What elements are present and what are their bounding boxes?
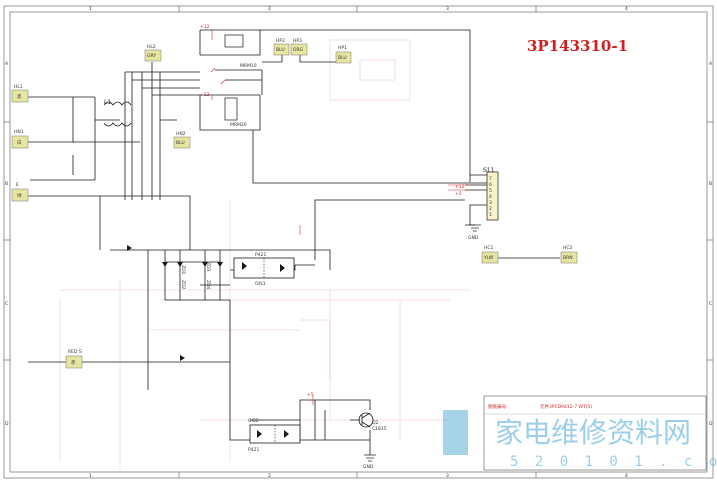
terminal-hr1: HR1 ORG <box>290 38 308 56</box>
terminal-hl1: HL1 黑 <box>11 84 29 103</box>
grid-row-c: C <box>5 301 8 307</box>
inductor-l1-label: L1 <box>104 99 111 106</box>
relay-mrm20: MRM20 <box>224 97 247 128</box>
drawing-frame <box>3 5 714 479</box>
connector-s11-label: S11 <box>483 167 495 174</box>
terminal-hl1-value: 黑 <box>17 94 22 100</box>
supply-p12a: +12 <box>200 24 210 30</box>
terminal-hp1-label: HP1 <box>338 45 347 51</box>
supply-p12c: +12 <box>455 184 465 190</box>
watermark: 家电维修资料网 5 2 0 1 0 1 . c o m <box>443 410 717 470</box>
supply-p5b: +5 <box>307 392 314 398</box>
grid-row-a: A <box>5 61 9 67</box>
grid-col-2-bottom: 2 <box>268 473 271 479</box>
terminal-hp2-label: HP2 <box>276 38 285 44</box>
pin-6: 6 <box>489 182 492 188</box>
transistor-q2-part: C1815 <box>372 426 387 432</box>
terminal-e-value: 绿 <box>17 192 22 199</box>
pin-4: 4 <box>489 194 492 200</box>
note-text-2: 元件3PCD9412-7 WT(5) <box>540 403 592 410</box>
red-wires <box>210 30 470 405</box>
drawing-title: 3P143310-1 <box>527 37 628 55</box>
grid-col-4-bottom: 4 <box>625 473 628 479</box>
terminal-hc2: HC2 BRN <box>560 245 578 264</box>
terminal-hr1-label: HR1 <box>293 38 303 44</box>
grid-col-1: 1 <box>89 6 92 12</box>
zener-zd3: ZD3 <box>205 262 211 272</box>
pin-7: 7 <box>489 176 492 182</box>
terminal-hr1-value: ORG <box>293 47 304 53</box>
grid-row-d-right: D <box>709 421 713 427</box>
zener-zd2: ZD2 <box>180 280 186 290</box>
terminal-hn1-value: 白 <box>17 139 22 146</box>
ois1-part: P421 <box>255 252 266 258</box>
terminal-hl2-value: GRY <box>147 53 156 59</box>
grid-col-1-bottom: 1 <box>89 473 92 479</box>
watermark-brand: 家电维修资料网 <box>495 416 691 449</box>
grid-col-3-bottom: 3 <box>446 473 449 479</box>
optocoupler-ois2: OIS2 P421 <box>248 418 301 453</box>
terminal-e: E 绿 <box>11 182 29 202</box>
supply-p5a: +5 <box>455 191 462 197</box>
connector-s11: S11 7 6 5 4 3 2 1 <box>483 167 499 221</box>
terminal-red-s: RED S 赤 <box>65 349 83 369</box>
grid-row-b-right: B <box>709 181 712 187</box>
supply-p12b: +12 <box>200 92 210 98</box>
terminal-hl2: HL2 GRY <box>144 44 162 62</box>
terminal-hn1-label: HN1 <box>14 129 24 135</box>
ground-symbol-2 <box>364 454 376 462</box>
grid-row-a-right: A <box>709 61 713 67</box>
relay-mrm10: MRM10 <box>224 34 257 69</box>
terminal-hp2: HP2 BLU <box>273 38 290 56</box>
terminal-hn2-label: HN2 <box>176 131 186 137</box>
terminal-hc2-label: HC2 <box>563 245 573 251</box>
pin-1: 1 <box>489 212 492 218</box>
terminal-hp2-value: BLU <box>276 47 285 53</box>
terminal-e-label: E <box>16 182 19 188</box>
ground-symbol-1 <box>469 224 481 232</box>
ois2-label: OIS2 <box>248 418 259 424</box>
pin-5: 5 <box>489 188 492 194</box>
ois1-label: OIS1 <box>255 281 266 287</box>
optocoupler-ois1: P421 OIS1 <box>233 252 295 287</box>
grid-col-4: 4 <box>625 6 628 12</box>
grid-labels: 1 2 3 4 1 2 3 4 A B C D A B C D <box>5 6 713 479</box>
zener-zd4: ZD4 <box>205 280 211 290</box>
relay-mrm10-label: MRM10 <box>240 63 257 69</box>
note-text-1: 图纸编号: <box>488 403 508 410</box>
grid-row-d: D <box>5 421 9 427</box>
note-box: 图纸编号: 元件3PCD9412-7 WT(5) <box>483 395 707 471</box>
wiring <box>28 29 560 455</box>
transistor-q2 <box>358 412 374 428</box>
watermark-logo-icon <box>443 410 468 455</box>
terminal-hp1: HP1 BLU <box>335 45 352 64</box>
terminal-red-s-value: 赤 <box>71 360 76 366</box>
transistor-q2-label: Q2 <box>372 420 379 426</box>
grid-row-c-right: C <box>709 301 712 307</box>
ois2-part: P421 <box>248 447 259 453</box>
grid-row-b: B <box>5 181 8 187</box>
terminal-hn2-value: BLU <box>176 140 185 146</box>
pin-3: 3 <box>489 200 492 206</box>
terminal-hc1: HC1 YLW <box>481 245 499 264</box>
terminal-hl2-label: HL2 <box>147 44 156 50</box>
grid-col-2: 2 <box>268 6 271 12</box>
pin-2: 2 <box>489 206 492 212</box>
relay-mrm20-label: MRM20 <box>230 122 247 128</box>
ground-label-1: GND <box>468 235 479 241</box>
grid-col-3: 3 <box>446 6 449 12</box>
terminal-hp1-value: BLU <box>338 55 347 61</box>
zener-zd1: ZD1 <box>180 265 186 275</box>
terminal-hl1-label: HL1 <box>14 84 23 90</box>
terminal-hn1: HN1 白 <box>11 129 29 149</box>
terminal-hc2-value: BRN <box>563 255 573 261</box>
terminal-hc1-value: YLW <box>483 255 494 261</box>
ground-label-2: GND <box>363 464 374 470</box>
terminal-red-s-label: RED S <box>68 349 82 355</box>
terminal-hc1-label: HC1 <box>484 245 494 251</box>
watermark-url: 5 2 0 1 0 1 . c o m <box>510 454 717 470</box>
terminal-hn2: HN2 BLU <box>173 131 191 149</box>
